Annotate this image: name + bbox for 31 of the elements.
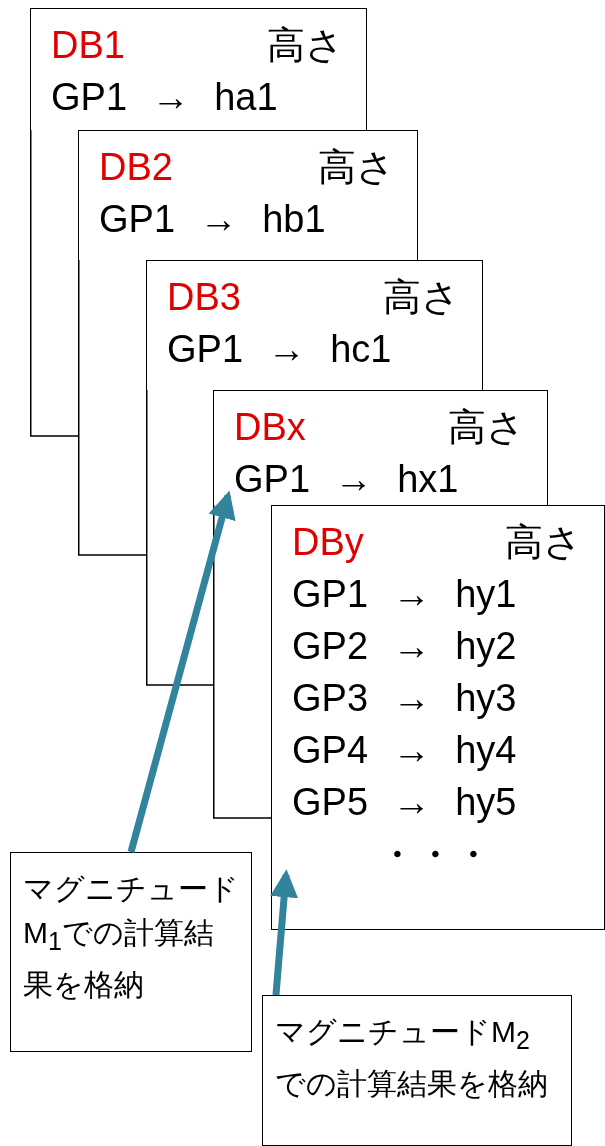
mapping-row: GP3 → hy3 — [292, 677, 517, 719]
callout-text: マグニチュードM$_{1}$での計算結果を格納 — [23, 871, 239, 1003]
callout-text: マグニチュードM$_{2}$での計算結果を格納 — [275, 1014, 549, 1102]
mapping-row: GP1 → hc1 — [167, 328, 392, 370]
column-heading: 高さ — [383, 275, 460, 320]
ellipsis: ・・・ — [380, 835, 494, 873]
callout-box — [10, 852, 252, 1052]
data-card — [78, 130, 418, 260]
database-name: DBx — [234, 405, 306, 450]
mapping-row: GP1 → hb1 — [99, 198, 326, 240]
mapping-row: GP5 → hy5 — [292, 781, 517, 823]
database-name: DBy — [292, 520, 364, 565]
column-heading: 高さ — [448, 405, 525, 450]
mapping-row: GP1 → ha1 — [51, 76, 278, 118]
arrow — [127, 490, 236, 853]
data-card — [146, 260, 483, 390]
database-name: DB2 — [99, 145, 173, 190]
mapping-row: GP2 → hy2 — [292, 625, 517, 667]
data-card — [30, 8, 367, 130]
database-name: DB1 — [51, 23, 125, 68]
callout-box — [262, 995, 572, 1146]
column-heading: 高さ — [267, 23, 344, 68]
column-heading: 高さ — [318, 145, 395, 190]
data-card — [213, 390, 548, 505]
mapping-row: GP1 → hx1 — [234, 458, 459, 500]
mapping-row: GP1 → hy1 — [292, 573, 517, 615]
data-card — [271, 505, 605, 930]
arrow — [270, 869, 299, 996]
mapping-row: GP4 → hy4 — [292, 729, 517, 771]
database-name: DB3 — [167, 275, 241, 320]
column-heading: 高さ — [505, 520, 582, 565]
